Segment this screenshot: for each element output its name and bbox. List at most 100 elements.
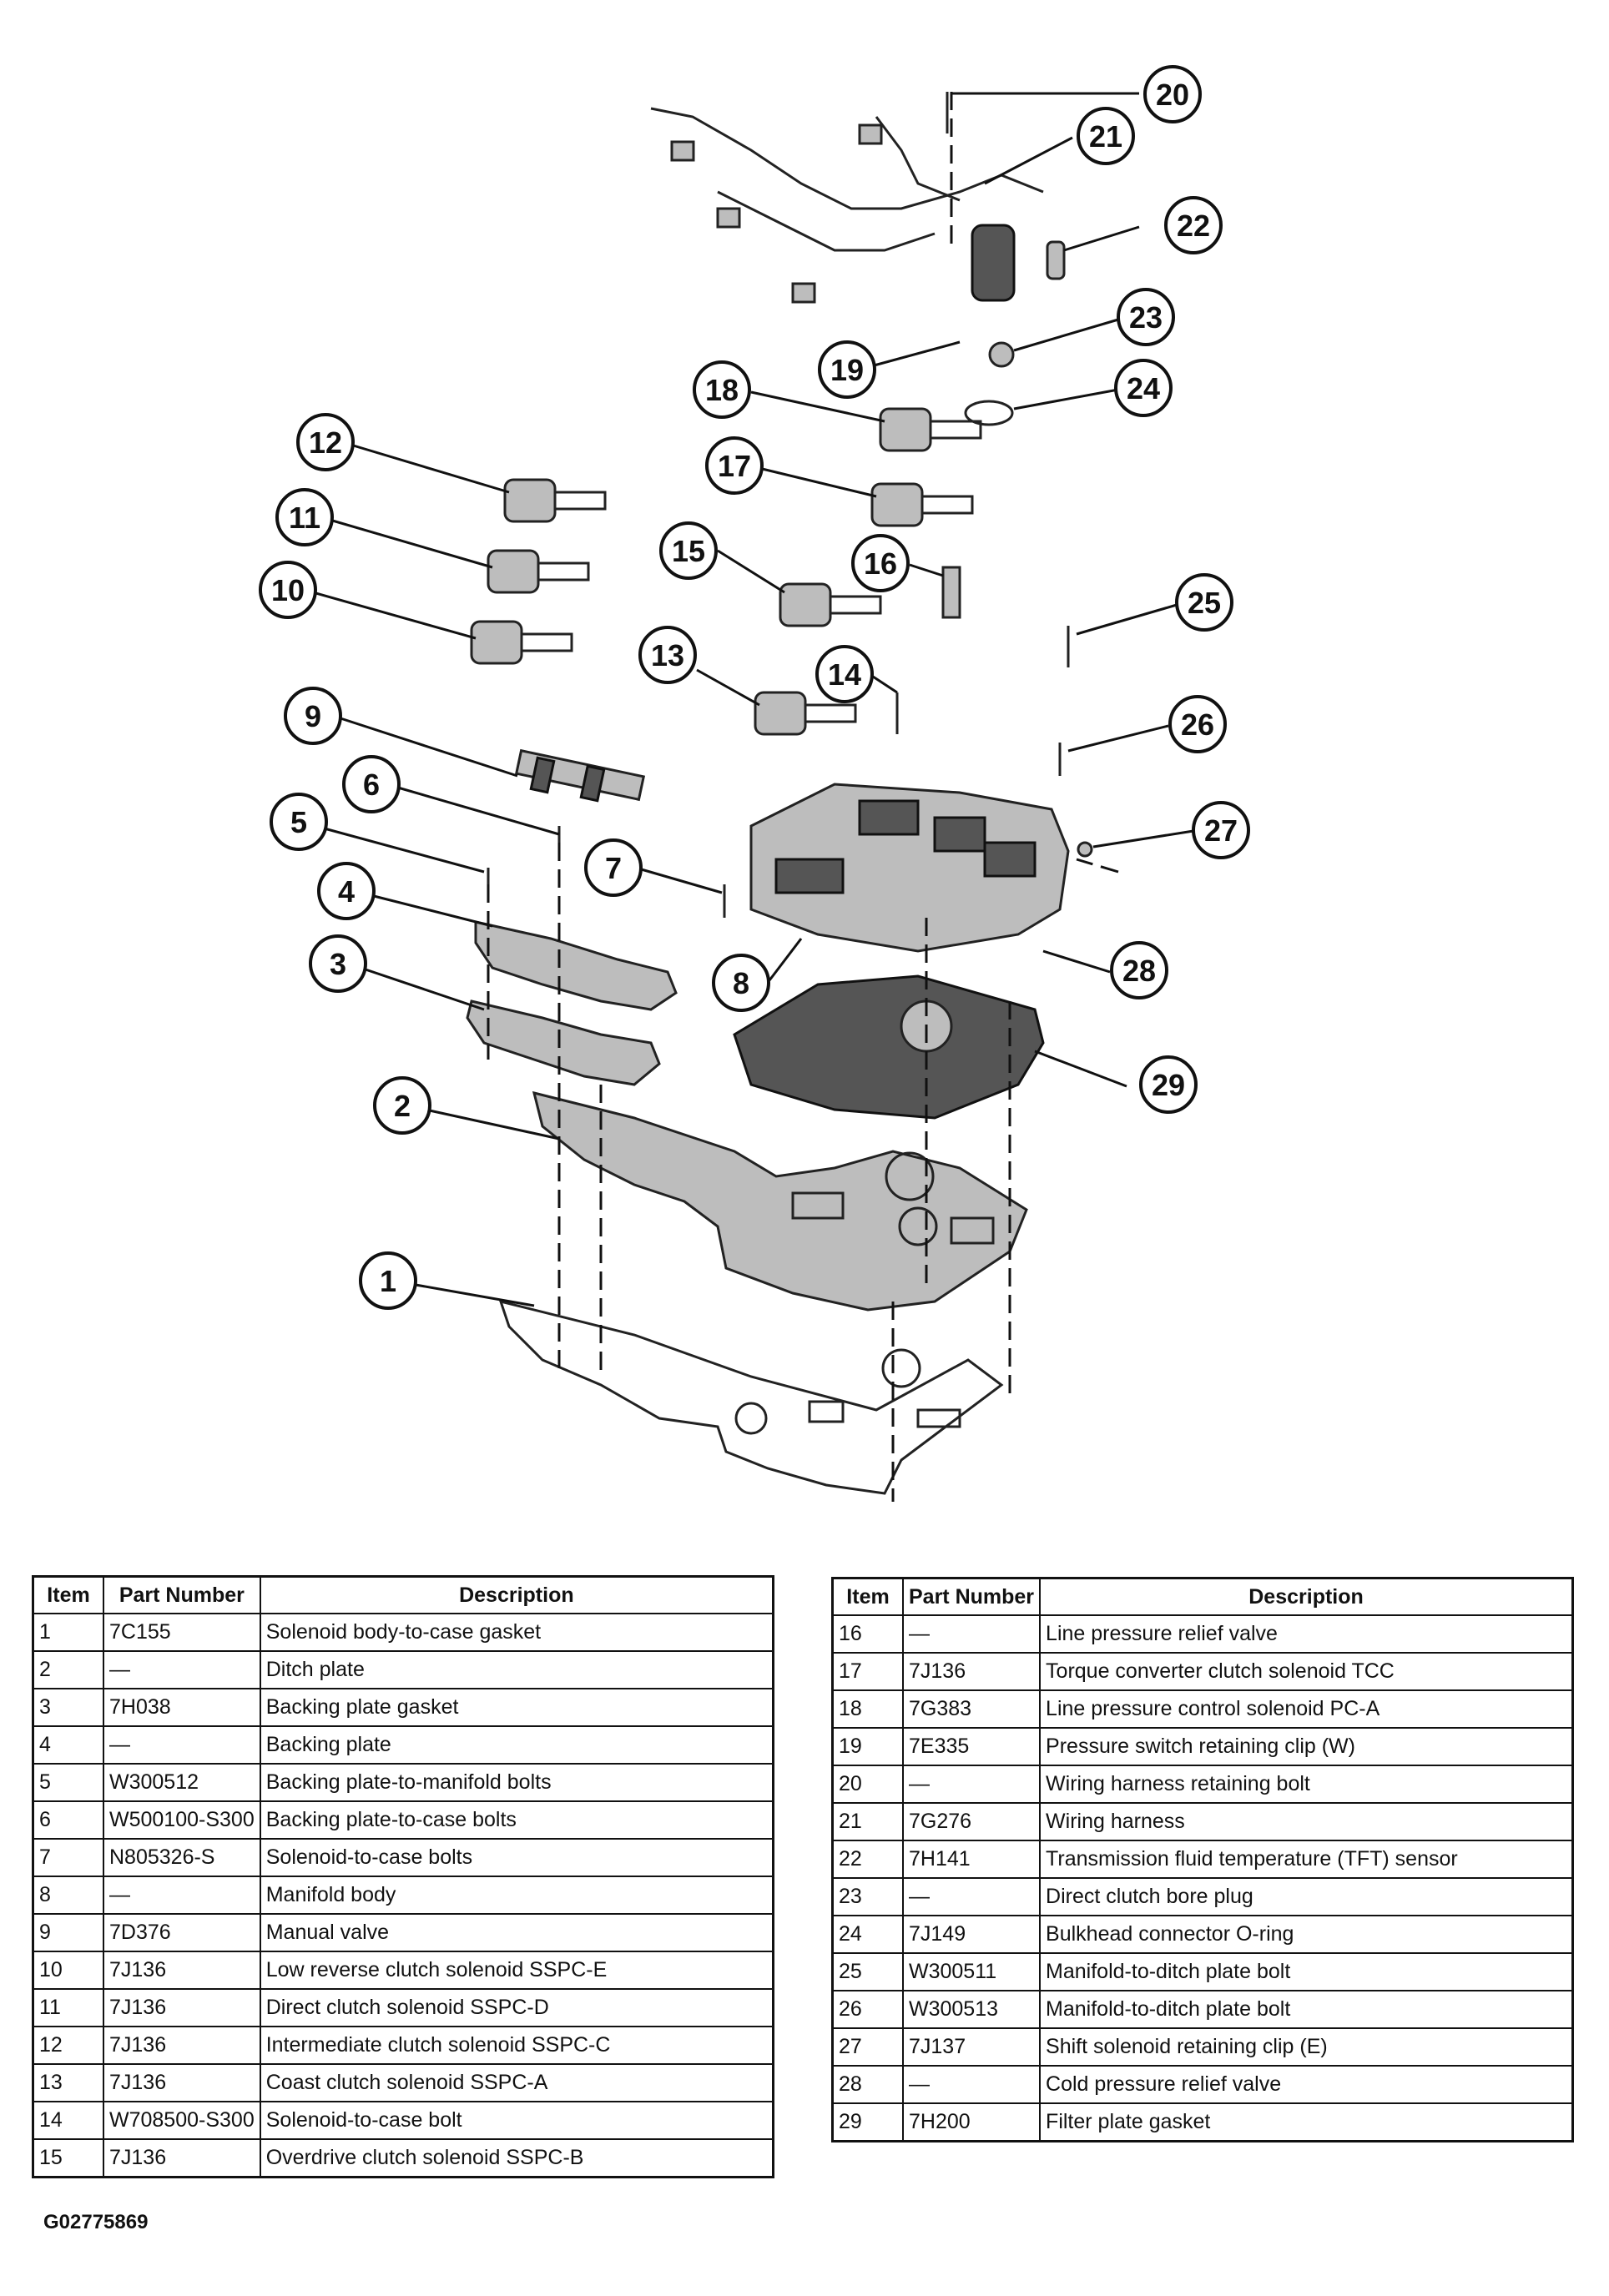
svg-text:17: 17 <box>718 449 751 483</box>
cell-part-number: 7H038 <box>103 1688 261 1727</box>
svg-text:16: 16 <box>864 546 897 581</box>
cell-item: 6 <box>32 1800 104 1840</box>
cell-part-number: W500100-S300 <box>103 1800 261 1840</box>
backing-plate-gasket-part <box>466 999 661 1086</box>
svg-text:23: 23 <box>1129 300 1163 335</box>
cell-description: Intermediate clutch solenoid SSPC-C <box>259 2026 774 2065</box>
cell-part-number: 7J136 <box>103 2063 261 2102</box>
cell-description: Backing plate <box>259 1725 774 1765</box>
svg-text:5: 5 <box>290 805 307 839</box>
cell-description: Solenoid-to-case bolt <box>259 2101 774 2140</box>
callout-9: 9 <box>284 687 342 745</box>
svg-text:2: 2 <box>394 1089 411 1123</box>
callout-5: 5 <box>270 793 328 851</box>
cell-part-number: 7D376 <box>103 1913 261 1952</box>
cell-part-number: 7E335 <box>901 1727 1042 1766</box>
callout-24: 24 <box>1114 359 1173 417</box>
cell-part-number: 7J136 <box>103 2138 261 2178</box>
svg-text:1: 1 <box>380 1264 396 1298</box>
cell-part-number: — <box>901 1614 1042 1654</box>
cell-part-number: — <box>103 1876 261 1915</box>
callout-25: 25 <box>1175 573 1233 632</box>
cell-part-number: 7C155 <box>103 1613 261 1652</box>
cell-description: Shift solenoid retaining clip (E) <box>1039 2027 1574 2067</box>
cell-description: Filter plate gasket <box>1039 2102 1574 2142</box>
cell-item: 9 <box>32 1913 104 1952</box>
cell-description: Transmission fluid temperature (TFT) sen… <box>1039 1840 1574 1879</box>
cell-item: 3 <box>32 1688 104 1727</box>
header-part-number: Part Number <box>103 1575 261 1614</box>
cell-description: Backing plate-to-case bolts <box>259 1800 774 1840</box>
cell-description: Line pressure control solenoid PC-A <box>1039 1689 1574 1729</box>
callout-12: 12 <box>296 413 355 471</box>
table-header-row: Item Part Number Description <box>831 1577 1574 1616</box>
cell-item: 27 <box>831 2027 904 2067</box>
callout-17: 17 <box>705 436 764 495</box>
cell-description: Torque converter clutch solenoid TCC <box>1039 1652 1574 1691</box>
cell-item: 10 <box>32 1951 104 1990</box>
cell-item: 16 <box>831 1614 904 1654</box>
svg-text:28: 28 <box>1122 954 1156 988</box>
svg-text:24: 24 <box>1127 371 1160 405</box>
svg-text:13: 13 <box>651 638 684 672</box>
tft-sensor-22-part <box>1046 240 1066 280</box>
table-header-row: Item Part Number Description <box>32 1575 774 1614</box>
cell-description: Manual valve <box>259 1913 774 1952</box>
cell-description: Backing plate-to-manifold bolts <box>259 1763 774 1802</box>
cell-description: Backing plate gasket <box>259 1688 774 1727</box>
svg-text:8: 8 <box>733 966 749 1000</box>
cell-item: 12 <box>32 2026 104 2065</box>
callout-8: 8 <box>712 954 770 1012</box>
callout-2: 2 <box>373 1076 431 1135</box>
callout-10: 10 <box>259 561 317 619</box>
cell-description: Wiring harness <box>1039 1802 1574 1841</box>
cell-description: Bulkhead connector O-ring <box>1039 1915 1574 1954</box>
cell-item: 7 <box>32 1838 104 1877</box>
header-item: Item <box>32 1575 104 1614</box>
manifold-body-part <box>749 783 1070 953</box>
cell-part-number: — <box>901 1877 1042 1916</box>
cell-item: 2 <box>32 1650 104 1689</box>
parts-table-right: Item Part Number Description 16—Line pre… <box>831 1577 1574 2142</box>
header-item: Item <box>831 1577 904 1616</box>
cell-description: Solenoid body-to-case gasket <box>259 1613 774 1652</box>
cell-item: 21 <box>831 1802 904 1841</box>
svg-text:26: 26 <box>1181 707 1214 742</box>
table-row: 4—Backing plate <box>32 1725 774 1765</box>
oring-24-part <box>964 400 1014 426</box>
cell-item: 29 <box>831 2102 904 2142</box>
cell-description: Coast clutch solenoid SSPC-A <box>259 2063 774 2102</box>
callout-1: 1 <box>359 1251 417 1310</box>
cell-item: 26 <box>831 1990 904 2029</box>
cell-part-number: W300512 <box>103 1763 261 1802</box>
solenoid-15-part <box>779 582 882 627</box>
svg-text:27: 27 <box>1204 813 1238 848</box>
cell-item: 24 <box>831 1915 904 1954</box>
svg-text:19: 19 <box>830 353 864 387</box>
cell-part-number: 7H141 <box>901 1840 1042 1879</box>
cell-description: Direct clutch solenoid SSPC-D <box>259 1988 774 2027</box>
cell-part-number: 7G383 <box>901 1689 1042 1729</box>
solenoid-18-part <box>879 407 982 452</box>
cell-part-number: 7J136 <box>103 1988 261 2027</box>
svg-text:18: 18 <box>705 373 739 407</box>
backing-plate-part <box>474 920 678 1011</box>
table-row: 28—Cold pressure relief valve <box>831 2065 1574 2104</box>
callout-15: 15 <box>659 521 718 580</box>
svg-text:20: 20 <box>1156 78 1189 112</box>
cell-description: Wiring harness retaining bolt <box>1039 1765 1574 1804</box>
